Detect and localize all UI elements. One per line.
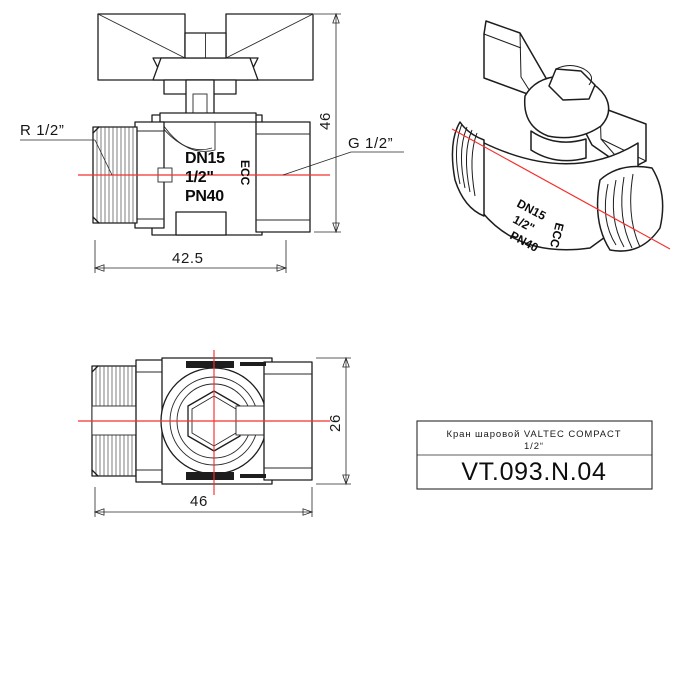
- leader-r-thread: R 1/2”: [20, 122, 113, 176]
- body-mark-dn: DN15: [185, 150, 225, 167]
- iso-female-socket-ring3: [621, 176, 633, 249]
- top-view: 26 46: [78, 350, 351, 517]
- leader-g-thread-label: G 1/2”: [348, 135, 393, 152]
- top-male-chamfer-top: [91, 365, 99, 373]
- iso-female-socket-ring1: [604, 183, 617, 246]
- iso-stem-collar: [530, 130, 587, 162]
- iso-stem-hex-nut-top: [555, 65, 593, 86]
- iso-female-socket-ring4: [630, 173, 641, 248]
- iso-stem-hex-nut: [548, 68, 596, 101]
- male-thread-chamfer-bottom: [92, 216, 100, 224]
- dimension-depth-26-label: 26: [327, 414, 344, 432]
- dimension-height-46-label: 46: [317, 112, 334, 130]
- iso-female-socket: [596, 165, 664, 252]
- iso-view: DN15 1/2" PN40 ECC: [451, 20, 671, 255]
- iso-female-socket-ring2: [612, 179, 625, 248]
- valve-body-top-plate: [159, 112, 257, 123]
- title-block-description-line2: 1/2“: [524, 441, 544, 452]
- title-block-part-number: VT.093.N.04: [461, 458, 606, 486]
- dimension-width-46-label: 46: [190, 493, 208, 510]
- stem-shaft-inner: [192, 93, 208, 116]
- dimension-length-42-5: 42.5: [93, 240, 288, 273]
- title-block: Кран шаровой VALTEC COMPACT 1/2“ VT.093.…: [416, 420, 653, 490]
- iso-view-centerline: [451, 128, 671, 250]
- handle-left-wing-fold: [97, 13, 186, 59]
- dimension-depth-26: 26: [316, 356, 351, 486]
- body-mark-size: 1/2": [185, 169, 214, 186]
- top-male-chamfer-bottom: [91, 469, 99, 477]
- dimension-length-42-5-label: 42.5: [172, 250, 204, 267]
- iso-male-thread-lines: [456, 123, 478, 197]
- leader-r-thread-label: R 1/2”: [20, 122, 64, 139]
- leader-g-thread: G 1/2”: [282, 135, 404, 176]
- front-view: DN15 1/2" PN40 ECC R 1/2” G 1/2” 46: [20, 12, 404, 273]
- valve-seat-arc: [160, 121, 216, 152]
- dimension-height-46: 46: [314, 12, 341, 234]
- body-mark-ecc: ECC: [238, 160, 252, 186]
- body-mark-pn: PN40: [185, 188, 224, 205]
- handle-hub-body: [152, 57, 259, 81]
- top-engraved-marks: [186, 361, 266, 480]
- valve-body-bottom-boss: [175, 211, 227, 236]
- dimension-width-46: 46: [93, 487, 314, 517]
- valve-seat-arc-lower: [160, 125, 213, 151]
- handle-right-wing-fold: [225, 13, 314, 59]
- iso-handle-left-wing-edge2: [483, 33, 522, 49]
- title-block-description-line1: Кран шаровой VALTEC COMPACT: [447, 429, 622, 440]
- iso-body-mark-ecc: ECC: [547, 221, 567, 249]
- male-thread-chamfer-top: [92, 126, 100, 134]
- female-hex-socket: [255, 121, 311, 233]
